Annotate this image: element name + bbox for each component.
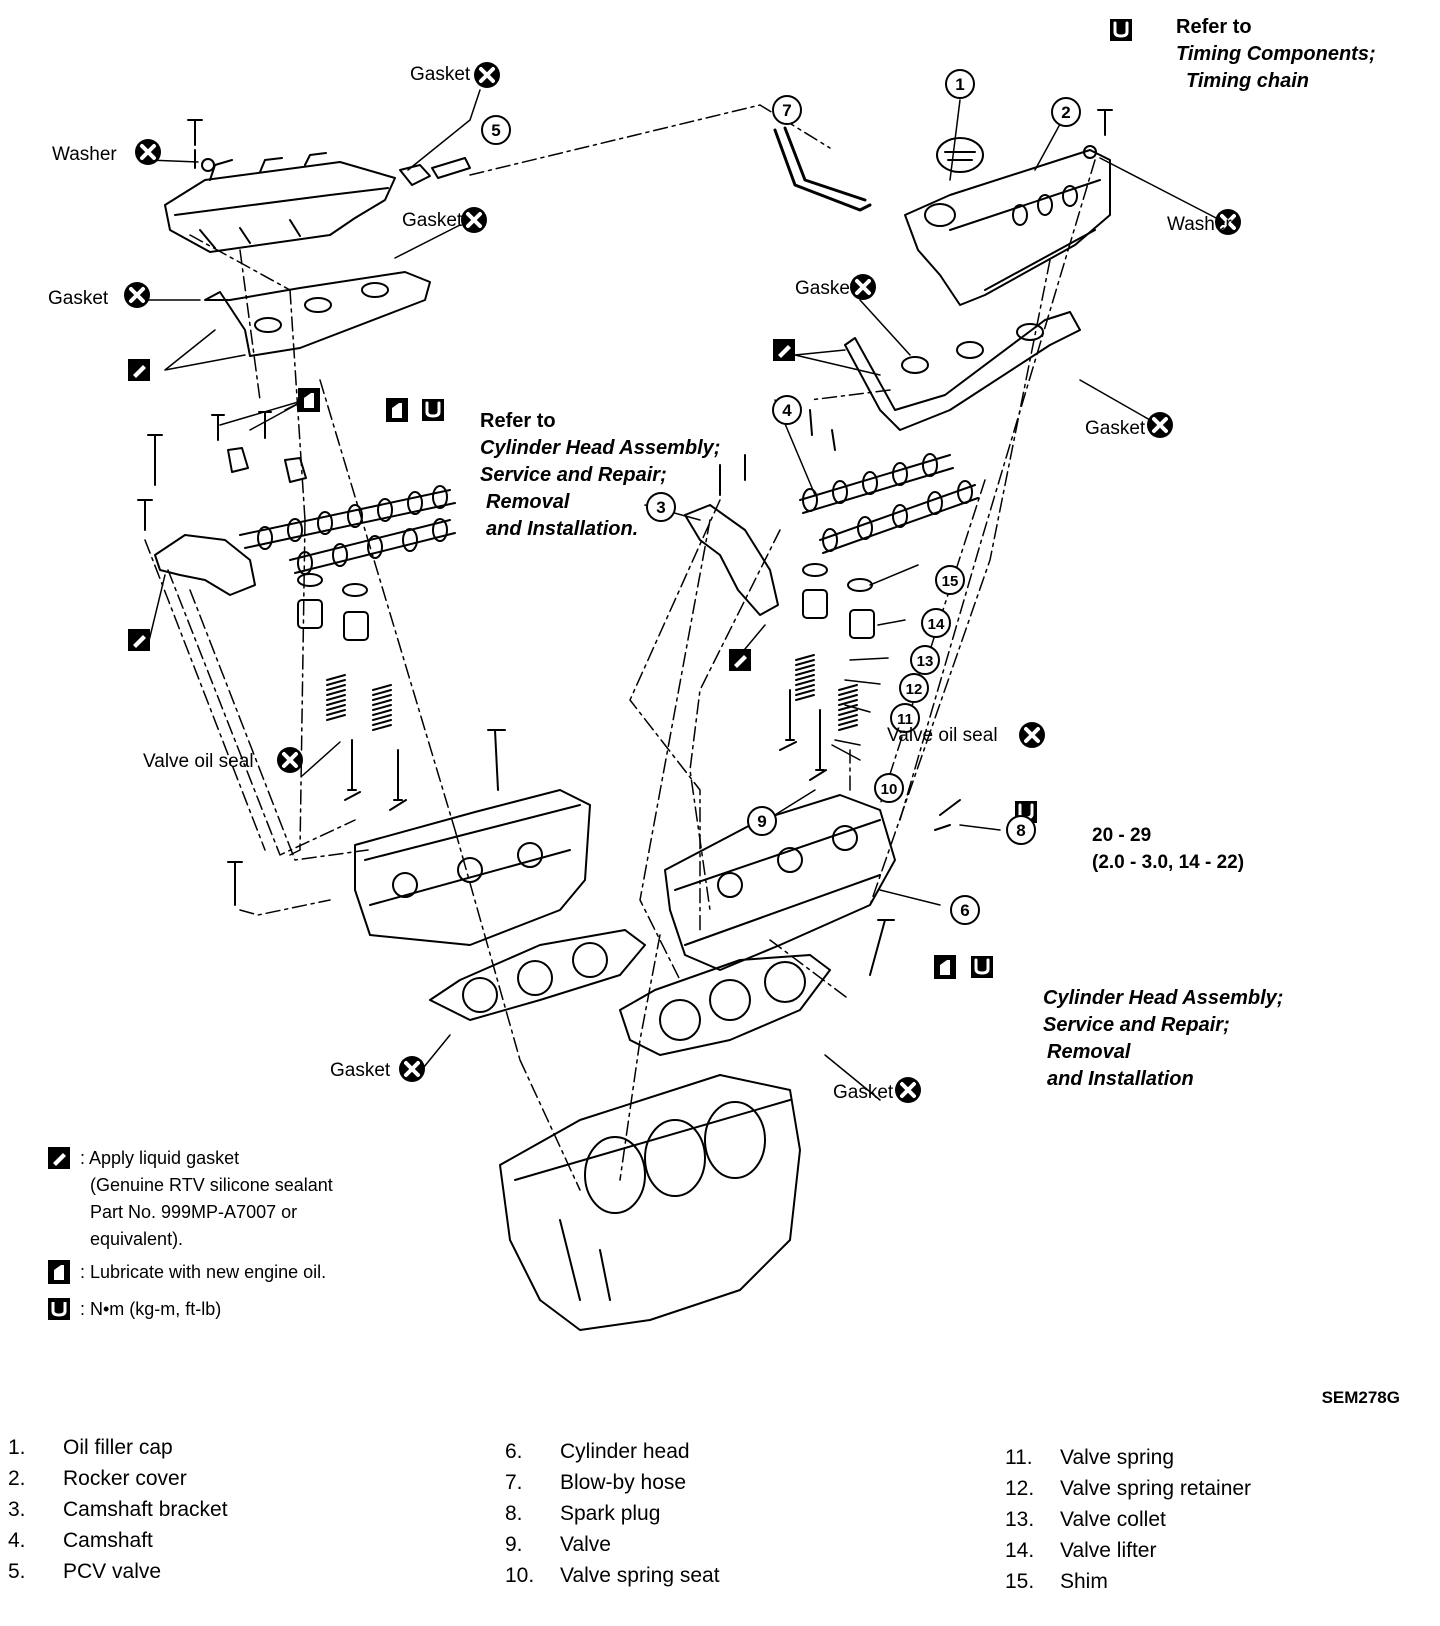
callouts-layer: 1 2 3 4 5 6 7 8 9 10 11 12 13 14 15 <box>481 69 1081 925</box>
ref-chead-line2: Service and Repair; <box>480 464 667 486</box>
legend-lubricate-text: : Lubricate with new engine oil. <box>80 1262 327 1282</box>
ref-timing: Refer to Timing Components; Timing chain <box>1176 14 1376 95</box>
parts-row: 13.Valve collet <box>1005 1508 1166 1531</box>
label-washer-right: Washer <box>1167 214 1232 235</box>
spark-plug-torque: 20 - 29 (2.0 - 3.0, 14 - 22) <box>1092 822 1244 876</box>
callout-1: 1 <box>955 75 964 94</box>
ref-timing-line1: Timing Components; <box>1176 43 1376 65</box>
engine-block <box>499 1074 801 1331</box>
legend-lubricate: : Lubricate with new engine oil. <box>48 1259 333 1286</box>
legend-liquid-gasket-4: equivalent). <box>90 1229 184 1249</box>
parts-row: 10.Valve spring seat <box>505 1564 720 1587</box>
ref-chead2-line4: and Installation <box>1047 1068 1194 1090</box>
ref-chead2-line2: Service and Repair; <box>1043 1014 1230 1036</box>
callout-9: 9 <box>757 812 766 831</box>
ref-chead-line1: Cylinder Head Assembly; <box>480 437 721 459</box>
parts-row: 5.PCV valve <box>8 1560 162 1583</box>
torque-icon <box>48 1297 70 1320</box>
label-valve-oil-seal-left: Valve oil seal <box>143 751 254 772</box>
ref-cylinder-head-1: Refer to Cylinder Head Assembly; Service… <box>480 408 720 543</box>
ref-chead-line3: Removal <box>486 491 570 513</box>
right-camshaft-bracket <box>684 504 779 616</box>
right-rocker-cover <box>904 149 1111 306</box>
ref-chead-line4: and Installation. <box>486 518 639 540</box>
callout-15: 15 <box>942 573 959 590</box>
torque-value: 20 - 29 <box>1092 825 1152 846</box>
ref-timing-refer: Refer to <box>1176 16 1252 38</box>
label-gasket-left-cover: Gasket <box>402 210 463 231</box>
parts-row: 8.Spark plug <box>505 1502 661 1525</box>
callout-11: 11 <box>897 711 913 728</box>
legend-torque: : N•m (kg-m, ft-lb) <box>48 1296 333 1323</box>
callout-13: 13 <box>917 653 934 670</box>
callout-14: 14 <box>928 616 945 633</box>
exploded-view-diagram <box>122 17 1243 1331</box>
left-rocker-gasket <box>204 271 431 357</box>
callout-2: 2 <box>1061 103 1070 122</box>
callout-8: 8 <box>1016 821 1025 840</box>
ref-chead-refer: Refer to <box>480 410 556 432</box>
legend-torque-text: : N•m (kg-m, ft-lb) <box>80 1299 222 1319</box>
right-cylinder-head <box>664 794 961 976</box>
callout-3: 3 <box>656 498 665 517</box>
callout-10: 10 <box>881 781 898 798</box>
label-gasket-right-head: Gasket <box>833 1082 894 1103</box>
parts-list-col-2: 6.Cylinder head 7.Blow-by hose 8.Spark p… <box>505 1436 720 1591</box>
callout-7: 7 <box>782 101 791 120</box>
legend-liquid-gasket-3: Part No. 999MP-A7007 or <box>90 1202 298 1222</box>
callout-12: 12 <box>906 681 923 698</box>
parts-row: 14.Valve lifter <box>1005 1539 1157 1562</box>
label-gasket-pcv: Gasket <box>410 64 471 85</box>
ref-cylinder-head-2: Cylinder Head Assembly; Service and Repa… <box>1043 985 1283 1093</box>
legend-liquid-gasket-1: : Apply liquid gasket <box>80 1148 240 1168</box>
parts-list-col-1: 1.Oil filler cap 2.Rocker cover 3.Camsha… <box>8 1432 228 1587</box>
legend: : Apply liquid gasket (Genuine RTV silic… <box>48 1145 333 1323</box>
legend-liquid-gasket: : Apply liquid gasket (Genuine RTV silic… <box>48 1145 333 1253</box>
label-gasket-left-rocker: Gasket <box>48 288 109 309</box>
parts-list-col-3: 11.Valve spring 12.Valve spring retainer… <box>1005 1442 1251 1597</box>
figure-code: SEM278G <box>1321 1388 1400 1407</box>
oilcan-icon <box>48 1259 70 1284</box>
parts-row: 7.Blow-by hose <box>505 1471 687 1494</box>
label-gasket-right-rocker: Gasket <box>1085 418 1146 439</box>
left-cylinder-head <box>354 729 591 946</box>
legend-liquid-gasket-2: (Genuine RTV silicone sealant <box>90 1175 333 1195</box>
parts-row: 15.Shim <box>1005 1570 1108 1593</box>
left-head-gasket <box>429 929 646 1021</box>
left-rocker-cover <box>164 152 396 253</box>
right-camshafts <box>799 453 979 554</box>
callout-5: 5 <box>491 121 500 140</box>
torque-units: (2.0 - 3.0, 14 - 22) <box>1092 852 1245 873</box>
right-head-gasket <box>619 954 831 1056</box>
parts-row: 2.Rocker cover <box>8 1467 187 1490</box>
ref-timing-line2: Timing chain <box>1186 70 1309 92</box>
parts-row: 3.Camshaft bracket <box>8 1498 228 1521</box>
blow-by-hose <box>773 126 872 212</box>
parts-row: 9.Valve <box>505 1533 611 1556</box>
callout-6: 6 <box>960 901 969 920</box>
ref-chead2-line1: Cylinder Head Assembly; <box>1043 987 1284 1009</box>
label-washer-left: Washer <box>52 144 117 165</box>
ref-chead2-line3: Removal <box>1047 1041 1131 1063</box>
label-gasket-right-cover: Gasket <box>795 278 856 299</box>
callout-4: 4 <box>782 401 792 420</box>
label-valve-oil-seal-right: Valve oil seal <box>887 725 998 746</box>
left-camshaft-bracket <box>154 534 256 596</box>
left-camshafts <box>239 485 456 575</box>
parts-row: 11.Valve spring <box>1005 1446 1175 1469</box>
right-rocker-gasket <box>844 311 1081 431</box>
parts-row: 12.Valve spring retainer <box>1005 1477 1252 1500</box>
parts-row: 1.Oil filler cap <box>8 1436 173 1459</box>
parts-row: 4.Camshaft <box>8 1529 153 1552</box>
label-gasket-left-head: Gasket <box>330 1060 391 1081</box>
sealant-icon <box>48 1147 70 1169</box>
parts-row: 6.Cylinder head <box>505 1440 690 1463</box>
